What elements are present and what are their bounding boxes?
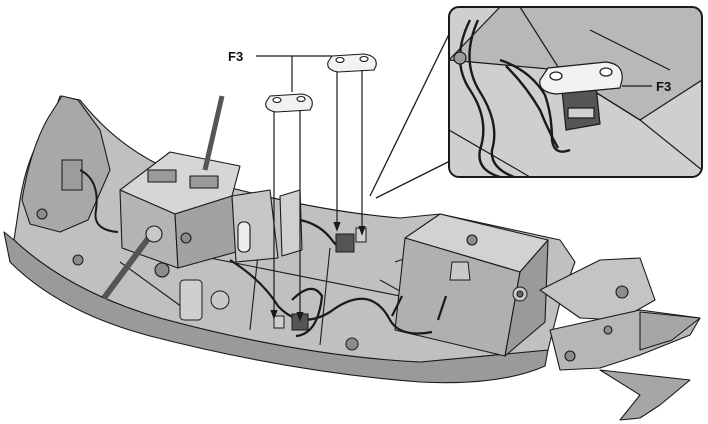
inset-connector-pins [567,107,595,119]
inset-frame-border [448,6,703,178]
inset-clip-hole-1 [549,71,563,81]
shaft-collar [145,225,163,243]
floor-rib-3 [319,247,331,346]
left-connector [61,159,119,233]
left-connector-body [61,159,83,191]
clip-upper [327,53,377,73]
cylinder-post [179,279,203,321]
inset-rib-3 [589,29,671,71]
bracket-hole-3 [603,325,613,335]
battery-box [394,213,549,357]
guide-lines [256,55,366,322]
motor-ribs-1 [147,169,177,183]
main-callout-label: F3 [228,49,243,64]
side-bracket [279,189,303,257]
connector-a [335,233,355,253]
inset-post [453,51,467,65]
bracket-tail-upper [639,311,701,351]
left-hole [36,208,48,220]
motor-ribs-2 [189,175,219,189]
arrow-1 [333,221,341,232]
bracket-tail-lower [599,369,691,421]
zoom-lines [369,27,453,199]
gear-slot [237,221,251,253]
wire-box [391,295,448,321]
shaft-lower [101,234,153,300]
hex-post [210,290,230,310]
inset-rib-2 [449,129,531,177]
inset-callout-label: F3 [656,79,671,94]
motor-screw [180,232,192,244]
box-screw-hole [466,234,478,246]
motor-unit [101,95,303,300]
bracket-arm-upper [539,257,656,321]
inset-wire-2 [468,19,515,177]
battery-box-side [504,239,549,357]
inset-detail: F3 [448,6,703,178]
clip-upper-hole-1 [335,56,345,64]
shaft-upper [202,95,225,171]
clip-lower [265,93,313,113]
floor-connectors [273,227,367,331]
clip-lower-hole-2 [296,95,306,103]
bottom-hole [345,337,359,351]
connector-b-cap [273,315,285,329]
wire-loop [291,287,324,338]
bracket-hole-2 [564,350,576,362]
arrow-2 [358,225,366,236]
clip-lower-hole-1 [272,96,282,104]
wire-main-1 [229,259,433,335]
clip-upper-hole-2 [359,55,369,63]
inset-rib-4 [519,7,561,71]
left-harness [79,169,119,233]
star-post [449,261,471,281]
right-bracket [539,257,701,421]
arrow-3 [270,309,278,320]
front-hole [72,254,84,266]
callout-leader [256,55,332,92]
inset-wire-3 [499,58,571,153]
bracket-hole-1 [615,285,629,299]
gear-knob [154,262,170,278]
arrow-4 [296,311,304,322]
inset-wire-4 [505,65,560,149]
inset-clip-hole-2 [599,67,613,77]
posts [36,208,528,351]
post-screw-1-hole [516,290,524,298]
